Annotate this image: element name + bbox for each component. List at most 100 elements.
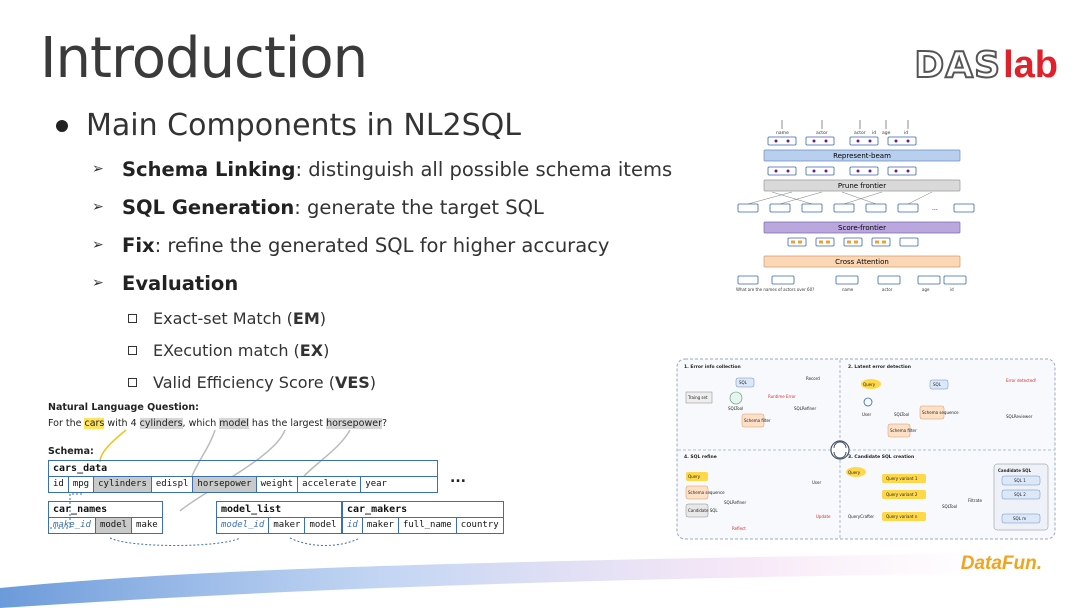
top-word: actor bbox=[816, 130, 828, 136]
flow-label: Reflect bbox=[732, 526, 746, 531]
footer-wave-decoration bbox=[0, 552, 1080, 608]
flow-label: SQLTool bbox=[728, 406, 743, 411]
table-columns: model_id maker model bbox=[216, 518, 342, 534]
metric-item: EXecution match (EX) bbox=[128, 334, 376, 366]
prune-frontier-layer bbox=[763, 179, 961, 192]
column: accelerate bbox=[298, 477, 362, 492]
column: model_id bbox=[217, 518, 270, 533]
layer-label: Represent-beam bbox=[833, 152, 891, 160]
column: id bbox=[49, 477, 69, 492]
component-item: ➢ Fix : refine the generated SQL for hig… bbox=[92, 226, 672, 264]
column: model bbox=[95, 518, 133, 533]
column: id bbox=[343, 518, 363, 533]
flow-label: SQL bbox=[739, 380, 748, 385]
column: country bbox=[460, 520, 499, 530]
nlq-part: has the largest bbox=[248, 418, 327, 429]
daslab-logo: DAS lab bbox=[913, 44, 1058, 87]
arrow-bullet-icon: ➢ bbox=[92, 199, 104, 215]
datafun-logo: DataFun. bbox=[960, 553, 1042, 574]
bottom-word: id bbox=[950, 287, 954, 292]
table-name: car_makers bbox=[342, 501, 504, 518]
component-item: ➢ Schema Linking : distinguish all possi… bbox=[92, 150, 672, 188]
metric-close: ) bbox=[369, 372, 377, 392]
metric-text: Valid Efficiency Score ( bbox=[153, 372, 335, 392]
table-car-names: car_names make_id model make bbox=[48, 501, 163, 534]
flow-label: SQL bbox=[933, 382, 942, 387]
metric-text: Exact-set Match ( bbox=[153, 308, 293, 328]
flow-label: Record bbox=[806, 376, 820, 381]
bottom-word: actor bbox=[882, 287, 893, 292]
layer-label: Cross Attention bbox=[835, 258, 889, 266]
flow-label: SQLReviewer bbox=[1006, 414, 1033, 419]
column: maker bbox=[363, 518, 399, 533]
nlq-part: , which bbox=[182, 418, 220, 429]
bullet-dot-icon bbox=[56, 119, 68, 132]
top-word: age bbox=[882, 131, 891, 136]
top-word: actor bbox=[854, 130, 866, 136]
flow-label: User bbox=[862, 412, 871, 417]
metric-abbr: EX bbox=[299, 340, 324, 360]
arrow-bullet-icon: ➢ bbox=[92, 161, 104, 177]
represent-beam-layer bbox=[763, 149, 961, 162]
nlq-token-cylinders: cylinders bbox=[139, 418, 183, 429]
metric-abbr: VES bbox=[334, 372, 370, 392]
table-columns: id maker full_name country bbox=[342, 518, 504, 534]
column: weight bbox=[257, 477, 299, 492]
flow-label: SQL 2 bbox=[1014, 492, 1026, 497]
flow-label: User bbox=[812, 480, 821, 485]
nlq-part: For the bbox=[48, 418, 85, 429]
square-bullet-icon bbox=[128, 313, 137, 323]
top-word: id bbox=[904, 130, 908, 136]
component-list: ➢ Schema Linking : distinguish all possi… bbox=[92, 150, 672, 302]
column: mpg bbox=[69, 477, 95, 492]
column: make_id bbox=[49, 518, 96, 533]
flow-label: SQL m bbox=[1013, 516, 1026, 521]
schema-heading: Schema: bbox=[48, 446, 94, 457]
flow-label: SQL 1 bbox=[1014, 478, 1026, 483]
flow-label: Update bbox=[816, 514, 831, 519]
component-desc: : generate the target SQL bbox=[294, 195, 544, 219]
flow-label: Query variant 2 bbox=[886, 492, 918, 497]
top-word: id bbox=[872, 130, 876, 136]
nlq-heading: Natural Language Question: bbox=[48, 402, 199, 413]
bottom-word: name bbox=[842, 287, 854, 292]
flow-label: QueryCrafter bbox=[848, 514, 874, 519]
metric-close: ) bbox=[323, 340, 330, 360]
nlq-part: ? bbox=[382, 418, 388, 429]
flow-label: SQLRefiner bbox=[724, 500, 746, 505]
nlq-text: For the cars with 4 cylinders, which mod… bbox=[48, 418, 387, 429]
flow-label: Filtrate bbox=[968, 498, 982, 503]
table-model-list: model_list model_id maker model bbox=[216, 501, 342, 534]
nlq-token-horsepower: horsepower bbox=[326, 418, 382, 429]
nlq-token-cars: cars bbox=[84, 418, 105, 429]
metric-close: ) bbox=[319, 308, 327, 328]
panel-title: 3. Candidate SQL creation bbox=[848, 454, 914, 460]
schema-linking-figure: Natural Language Question: For the cars … bbox=[40, 398, 510, 548]
component-name: Evaluation bbox=[122, 271, 239, 295]
error-fix-flow-diagram: 1. Error info collection 2. Latent error… bbox=[676, 358, 1056, 540]
flow-label: Candidate SQL bbox=[998, 468, 1032, 473]
flow-label: Schema sequence bbox=[688, 490, 725, 495]
table-name: cars_data bbox=[48, 460, 438, 477]
column: full_name bbox=[399, 518, 457, 533]
flow-label: Query bbox=[863, 382, 876, 387]
column: edispl bbox=[152, 477, 194, 492]
nlq-part: with 4 bbox=[104, 418, 140, 429]
metric-list: Exact-set Match (EM) EXecution match (EX… bbox=[128, 302, 376, 398]
column: maker bbox=[269, 518, 306, 533]
linking-arrows bbox=[48, 429, 361, 546]
arrow-bullet-icon: ➢ bbox=[92, 237, 104, 253]
layer-label: Prune frontier bbox=[838, 182, 886, 190]
frontier-dots: ... bbox=[932, 205, 938, 212]
flow-label: Query bbox=[848, 470, 861, 475]
metric-abbr: EM bbox=[292, 308, 320, 328]
section-heading-text: Main Components in NL2SQL bbox=[86, 108, 521, 143]
flow-label: Query variant n bbox=[886, 514, 918, 519]
top-word: name bbox=[776, 131, 789, 136]
table-car-makers: car_makers id maker full_name country bbox=[342, 501, 504, 534]
metric-item: Valid Efficiency Score (VES) bbox=[128, 366, 376, 398]
column: year bbox=[365, 479, 387, 489]
component-name: SQL Generation bbox=[122, 195, 295, 219]
flow-label: Runtime Error bbox=[768, 394, 796, 399]
flow-label: Traing set bbox=[687, 395, 708, 400]
